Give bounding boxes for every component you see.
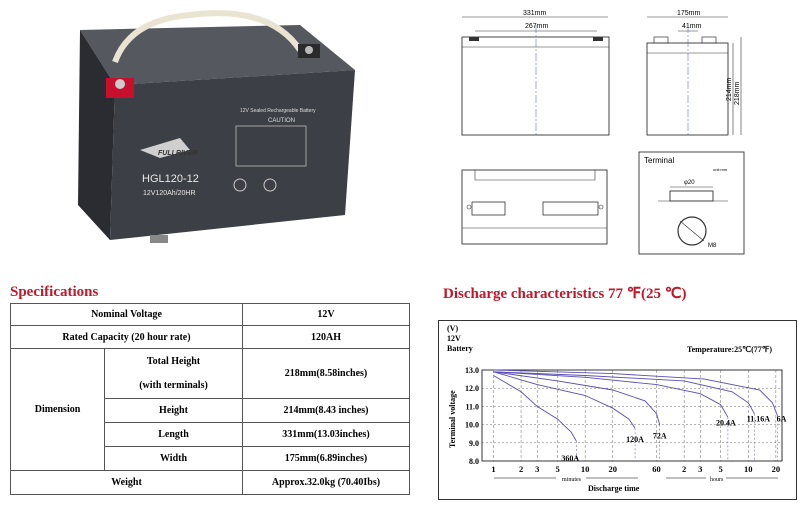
chart-y-tick-label: 10.0	[465, 421, 479, 430]
svg-text:41mm: 41mm	[682, 23, 702, 30]
nominal-voltage-value: 12V	[242, 303, 410, 326]
chart-unit-12v: 12V	[447, 334, 461, 343]
svg-text:175mm: 175mm	[677, 10, 701, 17]
chart-series-label: 6A	[777, 415, 787, 424]
table-row: Height 214mm(8.43 inches)	[11, 398, 410, 423]
svg-text:M8: M8	[708, 243, 717, 249]
negative-terminal-icon	[298, 44, 320, 58]
chart-series-label: 72A	[653, 432, 667, 441]
table-row: Nominal Voltage 12V	[10, 303, 410, 326]
chart-x-tick-label: 3	[535, 464, 539, 474]
chart-y-axis-label: Terminal voltage	[448, 390, 457, 448]
chart-x-tick-label: 5	[719, 464, 723, 474]
discharge-chart: (V) 12V Battery Temperature:25℃(77℉) Ter…	[447, 324, 787, 493]
discharge-title: Discharge characteristics 77 ℉(25 ℃)	[443, 286, 687, 302]
battery-model-label: HGL120-12	[142, 173, 199, 185]
ul-mark-icon	[150, 235, 168, 243]
chart-series-label: 20.4A	[716, 418, 736, 427]
battery-photo: FULLRIVER HGL120-12 12V120Ah/20HR 12V Se…	[0, 0, 400, 268]
chart-series-line-120a	[493, 371, 636, 429]
battery-rating-label: 12V120Ah/20HR	[143, 190, 196, 197]
svg-text:FULLRIVER: FULLRIVER	[158, 150, 197, 157]
weight-label: Weight	[10, 470, 243, 495]
chart-y-tick-label: 12.0	[465, 384, 479, 393]
svg-text:φ20: φ20	[684, 180, 695, 186]
chart-x-axis-label: Discharge time	[588, 484, 640, 493]
chart-x-tick-label: 60	[652, 464, 661, 474]
svg-text:267mm: 267mm	[525, 23, 549, 30]
chart-x-tick-label: 20	[609, 464, 618, 474]
table-row: Weight Approx.32.0kg (70.40Ibs)	[10, 470, 410, 495]
discharge-chart-frame	[438, 320, 797, 500]
chart-x-tick-label: 2	[519, 464, 523, 474]
chart-series-label: 120A	[626, 435, 644, 444]
chart-series-line-11_16a	[493, 371, 755, 414]
chart-series-line-72a	[493, 371, 661, 425]
rated-capacity-value: 120AH	[242, 325, 410, 349]
dimension-label: Dimension	[10, 348, 105, 471]
terminal-detail-drawing: Terminal unit:mm φ20 M8	[638, 151, 745, 255]
chart-series-line-20_4a	[493, 371, 729, 418]
chart-x-tick-label: 1	[491, 464, 495, 474]
chart-x-tick-label: 20	[772, 464, 781, 474]
chart-x-tick-label: 5	[555, 464, 559, 474]
svg-text:218mm: 218mm	[734, 81, 741, 105]
svg-text:331mm: 331mm	[523, 10, 547, 17]
brand-logo: FULLRIVER	[140, 138, 197, 158]
width-label: Width	[104, 446, 243, 471]
table-row: Width 175mm(6.89inches)	[11, 446, 410, 471]
chart-series-line-360a	[493, 375, 577, 442]
chart-y-tick-label: 11.0	[465, 402, 479, 411]
chart-plot-area	[481, 369, 783, 462]
rated-capacity-label: Rated Capacity (20 hour rate)	[10, 325, 243, 349]
chart-unit-v: (V)	[447, 324, 458, 333]
positive-terminal-icon	[106, 78, 134, 98]
nominal-voltage-label: Nominal Voltage	[10, 303, 243, 326]
length-label: Length	[104, 422, 243, 447]
chart-y-tick-label: 8.0	[469, 457, 479, 466]
chart-x-tick-label: 10	[744, 464, 753, 474]
chart-unit-battery: Battery	[447, 344, 473, 353]
length-value: 331mm(13.03inches)	[242, 422, 410, 447]
svg-text:Terminal: Terminal	[644, 156, 674, 165]
chart-x-tick-label: 10	[581, 464, 590, 474]
chart-series-label: 11.16A	[747, 415, 771, 424]
battery-top-label: 12V Sealed Rechargeable Battery	[240, 108, 316, 114]
chart-y-tick-label: 9.0	[469, 439, 479, 448]
side-view-drawing: 175mm 41mm 214mm 218mm	[646, 10, 742, 137]
table-row: Rated Capacity (20 hour rate) 120AH	[10, 325, 410, 349]
chart-hours-label: hours	[710, 477, 724, 483]
total-height-label-line1: Total Height	[146, 355, 201, 367]
front-view-drawing: 331mm 267mm	[461, 10, 610, 137]
battery-caution-label: CAUTION	[268, 118, 295, 124]
height-value: 214mm(8.43 inches)	[242, 398, 410, 423]
total-height-value: 218mm(8.58inches)	[242, 348, 410, 399]
height-label: Height	[104, 398, 243, 423]
chart-x-tick-label: 2	[682, 464, 686, 474]
total-height-label: Total Height (with terminals)	[104, 348, 243, 399]
chart-temperature: Temperature:25℃(77℉)	[687, 345, 772, 354]
table-row: Length 331mm(13.03inches)	[11, 422, 410, 447]
svg-text:unit:mm: unit:mm	[713, 167, 728, 172]
chart-x-tick-label: 3	[698, 464, 702, 474]
weight-value: Approx.32.0kg (70.40Ibs)	[242, 470, 410, 495]
chart-series-label: 360A	[561, 454, 579, 463]
chart-y-tick-label: 13.0	[465, 366, 479, 375]
specifications-table: Nominal Voltage 12V Rated Capacity (20 h…	[10, 303, 410, 495]
top-view-drawing	[461, 169, 608, 245]
width-value: 175mm(6.89inches)	[242, 446, 410, 471]
chart-minutes-label: minutes	[562, 477, 582, 483]
table-row: Dimension Total Height (with terminals) …	[10, 348, 410, 471]
chart-series-line-6a	[493, 369, 778, 416]
total-height-label-line2: (with terminals)	[139, 379, 208, 391]
specifications-title: Specifications	[10, 284, 99, 300]
svg-text:214mm: 214mm	[726, 77, 733, 101]
